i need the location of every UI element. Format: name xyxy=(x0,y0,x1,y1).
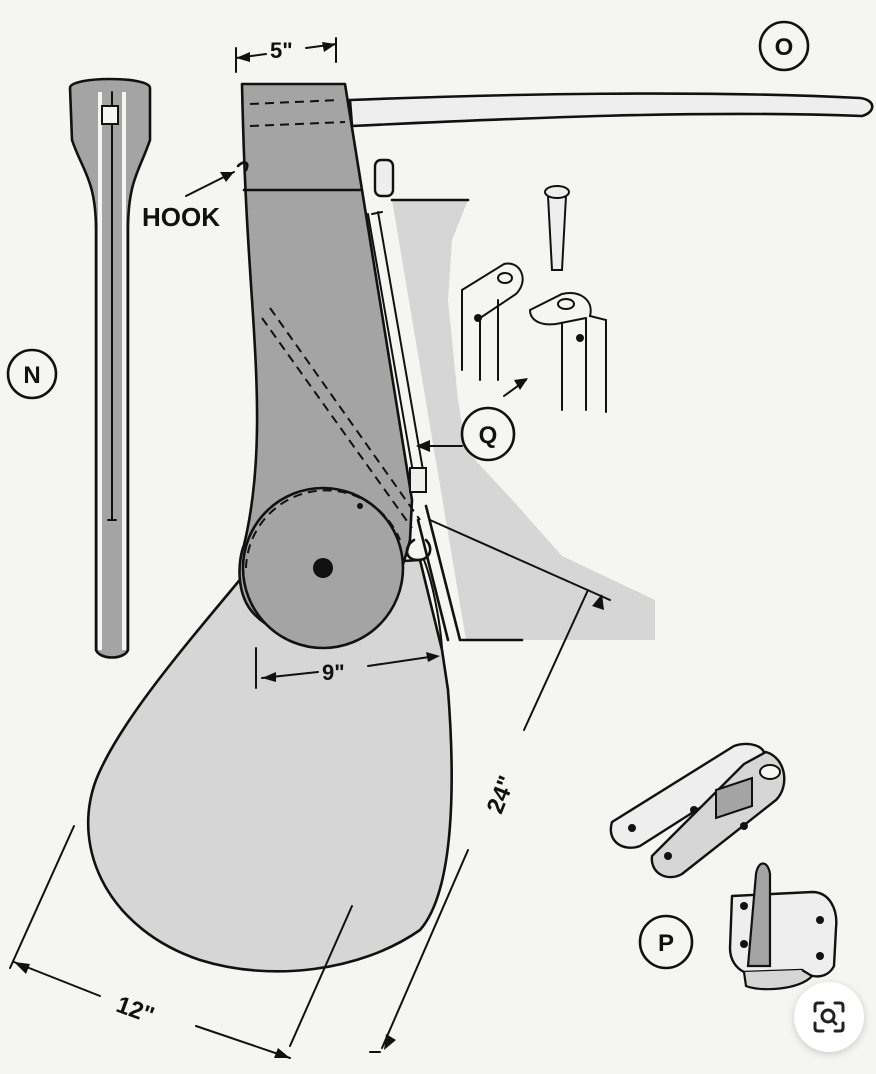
internal-dashed-lines xyxy=(261,307,421,529)
small-pin-mark xyxy=(357,503,363,509)
visual-search-icon xyxy=(813,1001,845,1033)
dimension-24-line xyxy=(369,519,611,1053)
part-o-label: O xyxy=(775,34,794,61)
hook-leader-arrow xyxy=(220,172,234,182)
part-o-badge xyxy=(758,20,810,72)
part-q-label: Q xyxy=(479,422,498,449)
rudder-post xyxy=(416,504,462,642)
part-n-label: N xyxy=(23,362,40,389)
part-p-label: P xyxy=(658,930,674,957)
part-p-badge xyxy=(638,914,694,970)
hook-mark xyxy=(236,161,249,172)
hook-label: HOOK xyxy=(142,202,220,232)
part-q-badge xyxy=(460,406,516,462)
dimension-9-label: 9" xyxy=(322,660,345,685)
hub-dashed-arc xyxy=(245,489,401,569)
dimension-5-arrows xyxy=(236,42,336,62)
dimension-5-line xyxy=(235,37,337,73)
hull-stern-outline xyxy=(390,198,524,642)
pivot-dot xyxy=(313,558,333,578)
gudgeon-hook xyxy=(405,538,432,562)
part-p-drawing xyxy=(609,742,838,991)
stock-head-dashes xyxy=(249,99,346,127)
part-n-badge xyxy=(6,348,58,400)
dimension-24-label: 24" xyxy=(482,772,521,817)
tiller-arm xyxy=(348,92,874,128)
rudder-blade-lower xyxy=(87,558,453,973)
dimension-12-line xyxy=(9,825,353,1059)
visual-search-button[interactable] xyxy=(794,982,864,1052)
pintle-collar xyxy=(409,467,427,493)
rudder-post-slot xyxy=(423,559,443,649)
hull-stern-shape xyxy=(392,200,655,640)
part-n-drawing xyxy=(68,77,152,659)
part-q-drawing xyxy=(416,185,607,452)
dimension-12-label: 12" xyxy=(113,991,158,1029)
dimension-5-label: 5" xyxy=(270,38,293,63)
pintle-rod xyxy=(373,158,395,198)
pintle-rod-lines xyxy=(367,211,425,479)
